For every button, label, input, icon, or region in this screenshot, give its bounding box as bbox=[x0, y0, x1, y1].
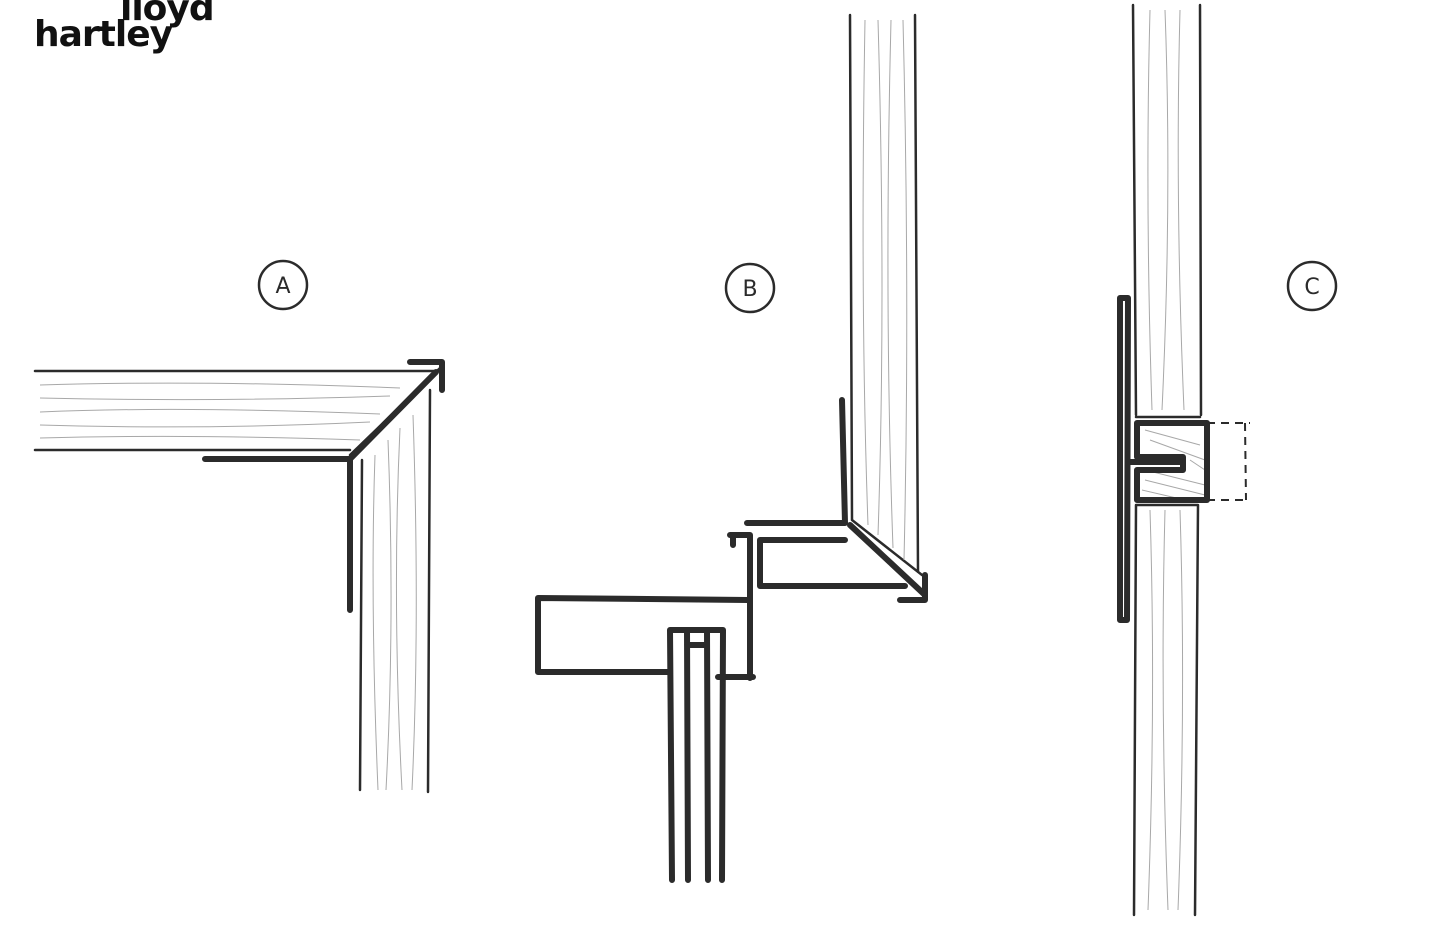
label-a: A bbox=[275, 274, 290, 299]
vertical-board bbox=[348, 366, 442, 794]
cladding-plate bbox=[1117, 295, 1183, 623]
vertical-board-c bbox=[1131, 3, 1203, 917]
hatched-block bbox=[1134, 420, 1210, 503]
trim-profile bbox=[535, 397, 928, 681]
corner-bracket bbox=[202, 359, 445, 613]
logo-line-1: lloyd bbox=[120, 0, 215, 29]
detail-b: B bbox=[535, 13, 928, 883]
label-circle-a bbox=[257, 259, 309, 311]
vertical-board-b bbox=[848, 13, 924, 577]
detail-c: C bbox=[1117, 3, 1338, 917]
label-circle-c bbox=[1286, 260, 1338, 312]
brand-logo: lloyd hartley bbox=[34, 0, 234, 68]
logo-line-2: hartley bbox=[34, 14, 173, 55]
label-circle-b bbox=[724, 262, 776, 314]
label-b: B bbox=[742, 277, 757, 302]
detail-a: A bbox=[33, 259, 445, 794]
horizontal-board bbox=[33, 369, 442, 452]
dimension-outline bbox=[1207, 422, 1250, 501]
post bbox=[667, 627, 726, 883]
label-c: C bbox=[1304, 275, 1319, 300]
